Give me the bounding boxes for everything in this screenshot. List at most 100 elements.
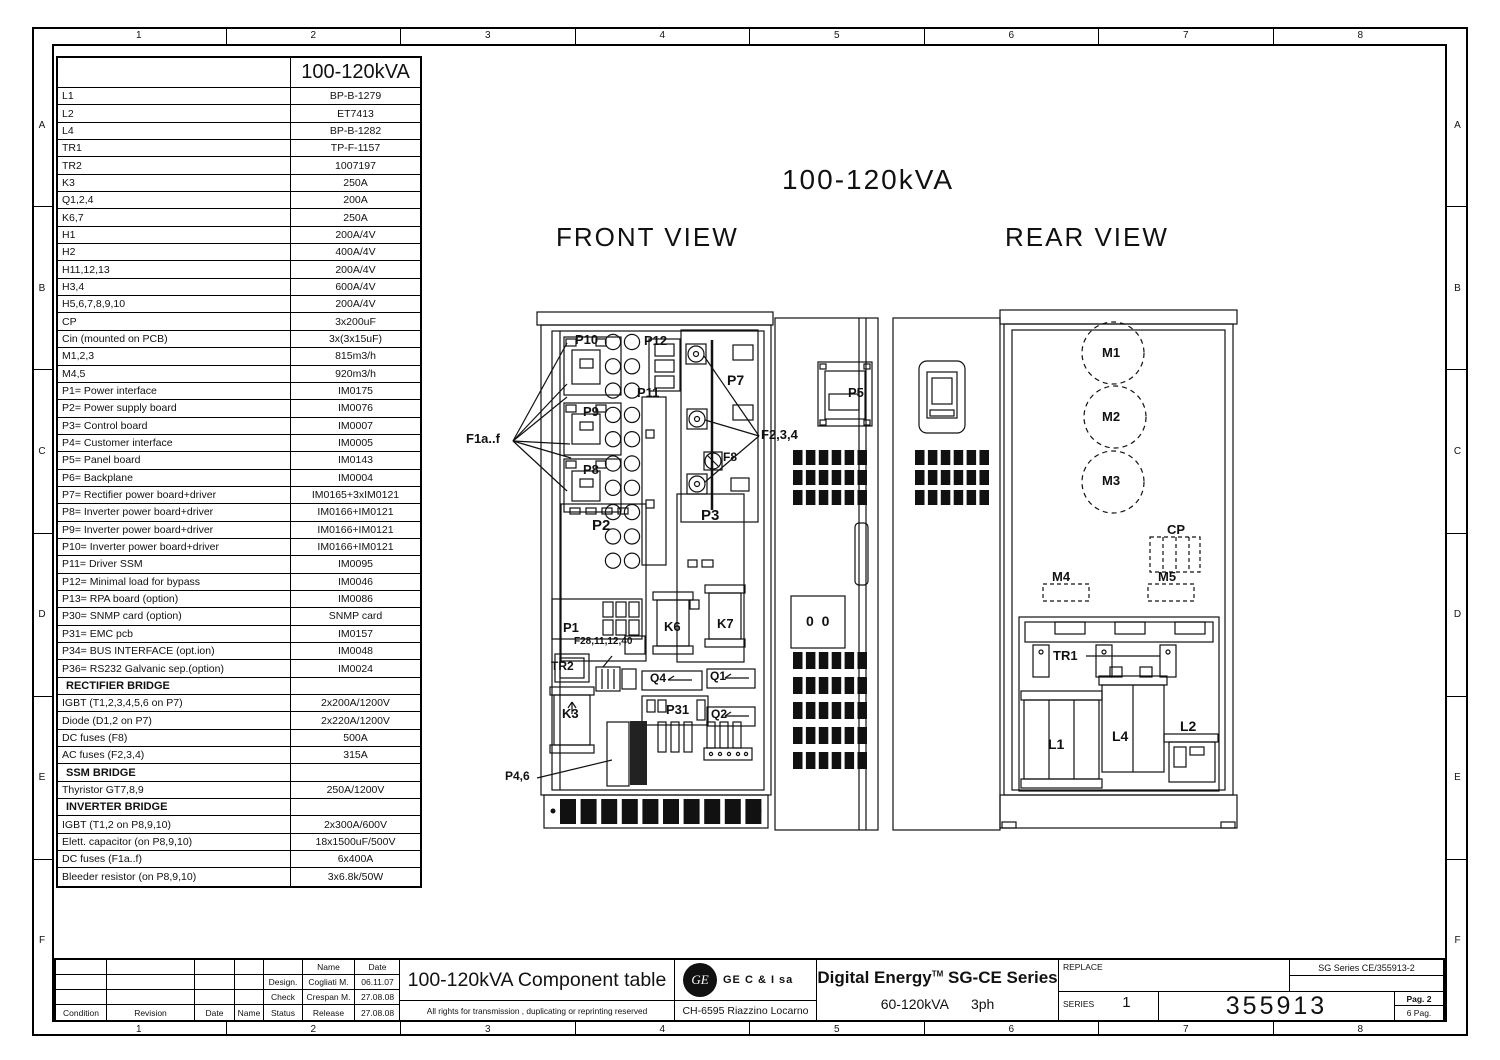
table-cell-label: M1,2,3: [58, 348, 291, 365]
label-p10: P10: [575, 332, 599, 347]
table-row: DC fuses (F8)500A: [58, 729, 420, 748]
zone-label-8: 8: [1357, 1023, 1364, 1035]
table-row: P36= RS232 Galvanic sep.(option)IM0024: [58, 660, 420, 678]
table-cell-label: Diode (D1,2 on P7): [58, 712, 291, 729]
table-cell-value: 600A/4V: [335, 280, 376, 293]
table-section-row: INVERTER BRIDGE: [58, 799, 420, 817]
table-cell-label: P9= Inverter power board+driver: [58, 521, 291, 538]
table-row: IGBT (T1,2,3,4,5,6 on P7) 2x200A/1200V: [58, 695, 420, 713]
table-cell-value: 2x200A/1200V: [321, 697, 390, 710]
table-row: Diode (D1,2 on P7) 2x220A/1200V: [58, 712, 420, 730]
rev-design-date: 06.11.07: [355, 975, 400, 990]
table-cell-label: K3: [58, 174, 291, 192]
label-cp: CP: [1167, 522, 1186, 537]
table-row: AC fuses (F2,3,4)315A: [58, 747, 420, 765]
zone-label-c: C: [32, 370, 52, 534]
label-p5: P5: [848, 385, 864, 400]
table-cell-label: P36= RS232 Galvanic sep.(option): [58, 660, 291, 677]
label-l1: L1: [1048, 736, 1065, 752]
rev-cell: [195, 960, 235, 975]
table-cell-value: IM0007: [337, 419, 374, 432]
table-cell-value: IM0143: [337, 454, 374, 467]
rear-view-title: REAR VIEW: [1005, 222, 1169, 252]
zone-label-6: 6: [925, 1022, 1099, 1036]
table-cell-label: Cin (mounted on PCB): [58, 330, 291, 348]
label-p31: P31: [666, 702, 690, 717]
table-row: P13= RPA board (option)IM0086: [58, 590, 420, 609]
label-k7: K7: [717, 616, 734, 631]
table-section-row: SSM BRIDGE: [58, 764, 420, 782]
zone-label-5: 5: [750, 1022, 925, 1036]
product-name: Digital EnergyTM SG-CE Series: [817, 968, 1058, 987]
table-cell-label: CP: [58, 313, 291, 330]
zone-label-3: 3: [401, 1022, 576, 1036]
label-p9: P9: [583, 404, 599, 419]
tm-mark: TM: [931, 969, 944, 979]
label-m1: M1: [1102, 345, 1121, 360]
zone-label-d: D: [1447, 534, 1468, 697]
table-cell-label: L4: [58, 122, 291, 140]
table-cell-value: 3x(3x15uF): [328, 332, 383, 345]
table-cell-value: IM0048: [337, 645, 374, 658]
doc-ref-empty: [1290, 976, 1443, 992]
table-cell-value: 2x220A/1200V: [321, 714, 390, 727]
table-cell-value: 200A/4V: [335, 228, 376, 241]
zone-label-5: 5: [750, 27, 925, 44]
label-q4: Q4: [650, 671, 667, 685]
rev-check-date: 27.08.08: [355, 990, 400, 1005]
company-cell: GE GE C & I sa: [675, 960, 817, 1000]
label-m3: M3: [1102, 473, 1121, 488]
table-cell-label: DC fuses (F1a..f): [58, 851, 291, 868]
table-cell-label: P34= BUS INTERFACE (opt.ion): [58, 643, 291, 660]
label-tr2: TR2: [551, 659, 574, 673]
table-cell-value: BP-B-1279: [329, 90, 382, 103]
zone-label-e: E: [1447, 697, 1468, 860]
zone-label-2: 2: [227, 1022, 401, 1036]
table-cell-value: 18x1500uF/500V: [315, 835, 396, 848]
title-block: Name Date Design. Cogliati M. 06.11.07 C…: [54, 958, 1445, 1022]
doc-number: 355913: [1159, 992, 1395, 1020]
table-cell-label: P4= Customer interface: [58, 434, 291, 452]
table-cell-value: 6x400A: [337, 853, 374, 866]
zone-label-b: B: [1447, 207, 1468, 371]
table-row: Bleeder resistor (on P8,9,10)3x6.8k/50W: [58, 868, 420, 886]
table-cell-label: P13= RPA board (option): [58, 590, 291, 608]
table-cell-label: P1= Power interface: [58, 382, 291, 400]
zone-label-2: 2: [227, 27, 401, 44]
table-cell-label: P2= Power supply board: [58, 400, 291, 417]
table-row: P30= SNMP card (option)SNMP card: [58, 608, 420, 626]
table-row: P34= BUS INTERFACE (opt.ion) IM0048: [58, 643, 420, 661]
table-cell-value: 400A/4V: [335, 246, 376, 259]
replace-cell: REPLACE: [1059, 960, 1290, 992]
rev-status-name: Release: [303, 1005, 355, 1020]
table-cell-value: SNMP card: [328, 610, 383, 623]
table-cell-value: IM0157: [337, 627, 374, 640]
table-cell-value: 315A: [343, 749, 368, 762]
series-value: 1: [1122, 994, 1131, 1011]
zone-label-3: 3: [401, 27, 576, 44]
rev-date-header: Date: [355, 960, 400, 975]
label-p2: P2: [592, 517, 611, 534]
table-cell-label: L1: [58, 88, 291, 105]
table-cell-label: RECTIFIER BRIDGE: [58, 677, 291, 695]
table-cell-label: Bleeder resistor (on P8,9,10): [58, 868, 291, 886]
table-cell-label: IGBT (T1,2,3,4,5,6 on P7): [58, 695, 291, 712]
component-table-header: 100-120kVA: [58, 58, 420, 88]
